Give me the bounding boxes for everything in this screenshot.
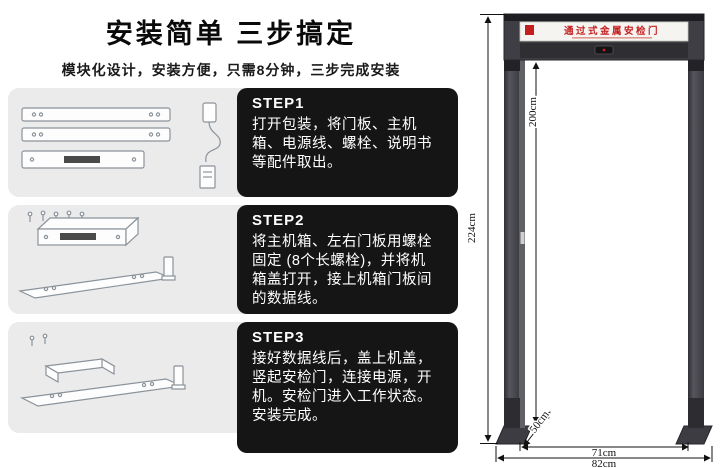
dim-label-inner-width: 71cm: [592, 447, 617, 459]
assembled-gate-drawing: [19, 357, 186, 407]
dim-label-total-height: 224cm: [466, 213, 478, 243]
dim-label-depth: 50cm: [527, 408, 552, 435]
dimension-lines: [480, 14, 713, 462]
step2-illustration-svg: [17, 210, 176, 299]
screws-icon: [29, 333, 48, 346]
step3-text: 接好数据线后，盖上机盖，竖起安检门，连接电源，开机。安检门进入工作状态。安装完成…: [252, 351, 432, 424]
step1-panel: STEP1 打开包装，将门板、主机箱、电源线、螺栓、说明书等配件取出。: [237, 88, 458, 197]
installation-guide: 安装简单 三步搞定 模块化设计，安装方便，只需8分钟，三步完成安装: [8, 19, 458, 460]
detector-image: 通过式金属安检门 224c: [466, 13, 713, 468]
step2-label: STEP2: [252, 212, 305, 229]
detector-left-pillar: [504, 14, 525, 428]
manual-icon: [199, 165, 216, 189]
detector-display-text: 通过式金属安检门: [564, 25, 660, 37]
step3-label: STEP3: [252, 329, 305, 346]
door-panel-flat-drawing: [17, 256, 176, 299]
control-box-drawing: [36, 216, 140, 247]
dim-label-outer-width: 82cm: [592, 458, 617, 468]
detector-figure: 通过式金属安检门 224c: [462, 0, 721, 468]
detector-right-pillar: [688, 14, 704, 428]
dim-label-inner-height: 200cm: [527, 97, 539, 127]
step2-panel: STEP2 将主机箱、左右门板用螺栓固定 (8个长螺栓)，并将机箱盖打开，接上机…: [237, 205, 458, 314]
page-title: 安装简单 三步搞定: [105, 19, 357, 49]
display-logo: [525, 25, 534, 35]
pillar-control-label: [520, 232, 525, 244]
detector-feet: [495, 425, 713, 445]
detector-crossbar: 通过式金属安检门: [503, 13, 705, 61]
sensor-led: [602, 48, 606, 52]
step1-label: STEP1: [252, 95, 305, 112]
display-subtext-line: [572, 37, 652, 39]
step1-illustration-svg: [21, 102, 221, 189]
dimension-labels: 224cm 200cm 50cm 71cm 82cm: [466, 95, 618, 468]
page-subtitle: 模块化设计，安装方便，只需8分钟，三步完成安装: [61, 62, 401, 78]
door-panels-drawing: [21, 107, 171, 169]
steps-list: STEP1 打开包装，将门板、主机箱、电源线、螺栓、说明书等配件取出。: [8, 88, 458, 460]
step3-panel: STEP3 接好数据线后，盖上机盖，竖起安检门，连接电源，开机。安检门进入工作状…: [237, 322, 458, 453]
step3-illustration-svg: [19, 333, 186, 407]
display-panel: [519, 21, 689, 42]
power-adapter-icon: [202, 102, 221, 163]
step2-text: 将主机箱、左右门板用螺栓固定 (8个长螺栓)，并将机箱盖打开，接上机箱门板间的数…: [252, 234, 432, 307]
step1-text: 打开包装，将门板、主机箱、电源线、螺栓、说明书等配件取出。: [252, 117, 432, 171]
